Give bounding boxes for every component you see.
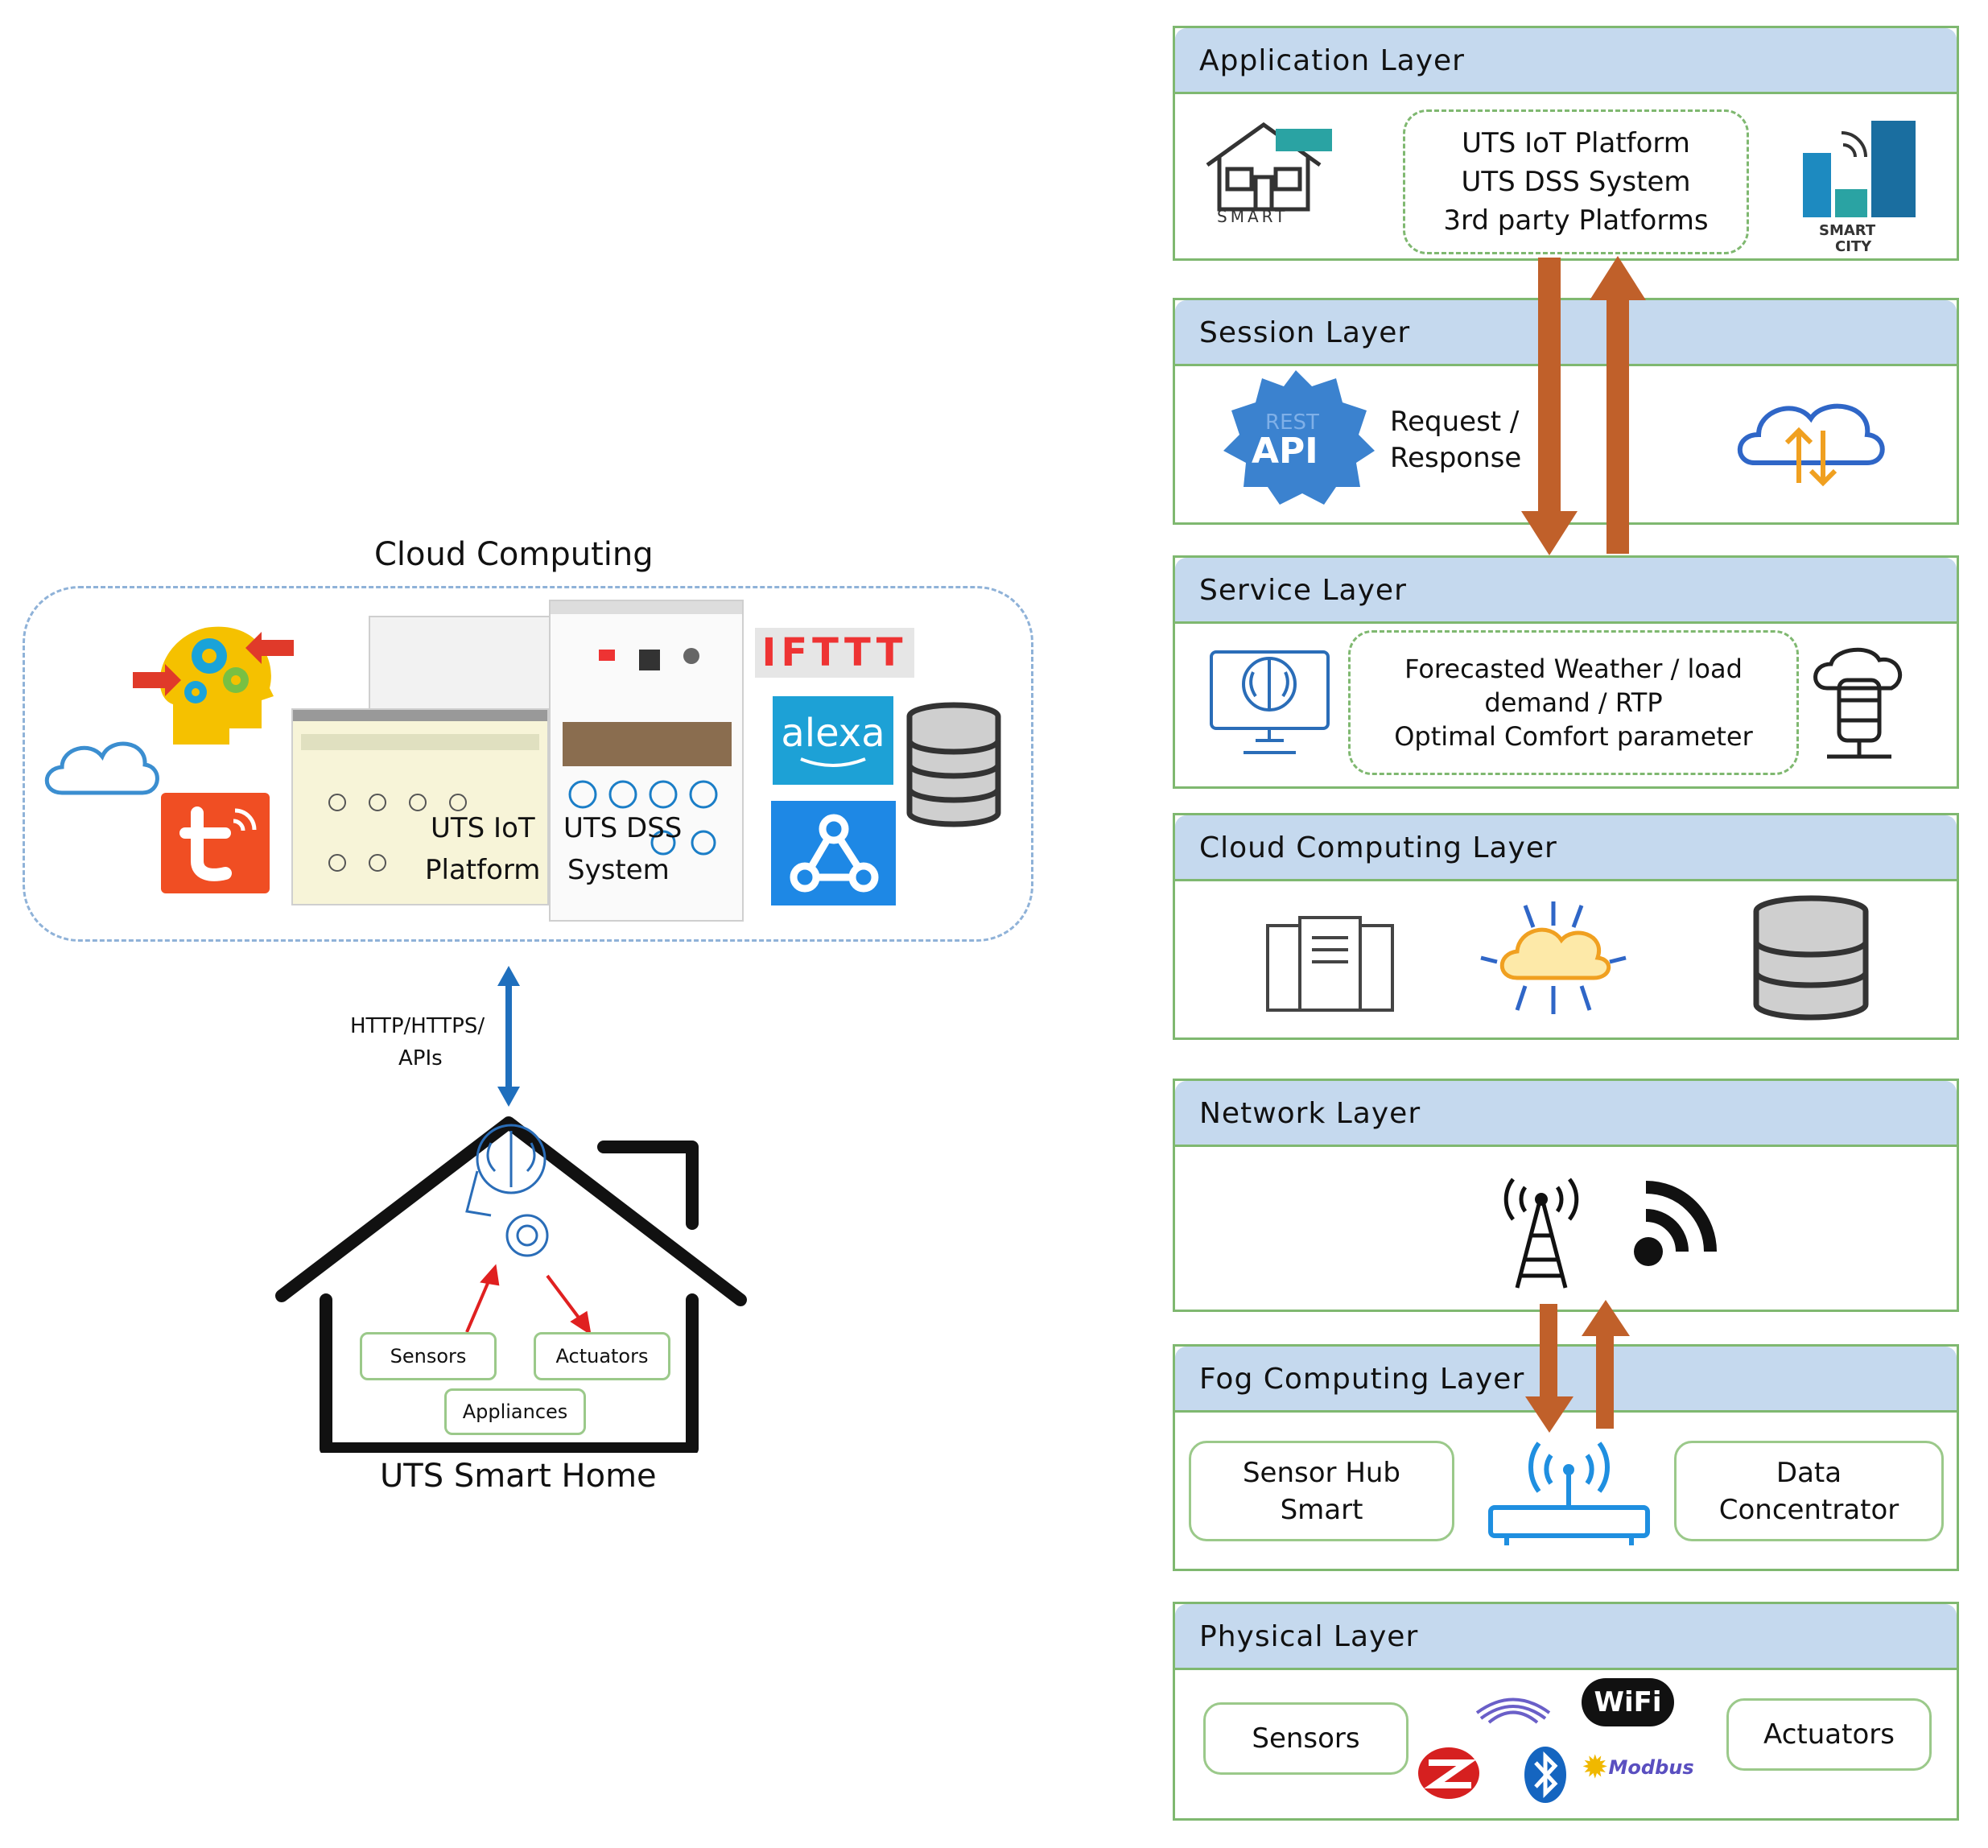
smart-home-title: UTS Smart Home — [380, 1458, 657, 1495]
zigbee-icon — [1418, 1747, 1479, 1799]
wireless-waves-icon — [1475, 1697, 1551, 1724]
application-platforms-box: UTS IoT Platform UTS DSS System 3rd part… — [1403, 109, 1749, 254]
wireless-signal-icon — [1634, 1181, 1717, 1266]
bluetooth-icon — [1524, 1747, 1566, 1803]
home-actuators-box: Actuators — [534, 1332, 670, 1380]
smart-city-icon: SMART CITY — [1803, 121, 1916, 255]
dss-screenshot — [549, 600, 744, 922]
alexa-logo: alexa — [773, 696, 893, 785]
modbus-star-icon: ✹ — [1582, 1749, 1609, 1786]
alexa-text: alexa — [781, 711, 885, 756]
wifi-logo-text: WiFi — [1594, 1686, 1662, 1718]
cloud-database-icon — [1813, 647, 1903, 759]
session-layer-title: Session Layer — [1175, 300, 1957, 366]
smart-city-text-1: SMART — [1819, 222, 1876, 239]
modbus-logo-text: Modbus — [1608, 1756, 1694, 1779]
cloud-computing-container — [23, 586, 1033, 942]
dss-label-1: UTS DSS — [563, 812, 683, 844]
protocol-label-1: HTTP/HTTPS/ — [350, 1014, 485, 1038]
service-layer: Service Layer — [1173, 555, 1959, 789]
smart-home-text: SMART — [1217, 207, 1288, 225]
protocol-label-2: APIs — [398, 1046, 443, 1070]
cell-tower-icon — [1503, 1178, 1579, 1289]
session-layer: Session Layer — [1173, 298, 1959, 525]
cloud-circuit-icon — [1480, 901, 1627, 1014]
rest-api-gear-icon: REST API — [1223, 370, 1375, 505]
api-text: API — [1252, 431, 1318, 472]
flow-arrows — [465, 1264, 592, 1336]
sensor-hub-box: Sensor Hub Smart — [1189, 1441, 1454, 1541]
ai-head-gears-icon — [133, 626, 294, 745]
home-sensors-box: Sensors — [360, 1332, 497, 1380]
downward-request-arrow — [1521, 258, 1578, 555]
physical-sensors-box: Sensors — [1203, 1702, 1409, 1775]
platform-screenshot — [291, 708, 549, 905]
application-layer-title: Application Layer — [1175, 28, 1957, 94]
server-rack-icon — [1266, 916, 1394, 1012]
cloud-database-stack-icon — [1753, 895, 1869, 1021]
network-layer-title: Network Layer — [1175, 1081, 1957, 1147]
webhook-icon — [771, 801, 896, 905]
sensor-hub-text-1: Sensor Hub — [1242, 1456, 1401, 1489]
cloud-icon — [44, 741, 159, 795]
http-bidirectional-arrow — [497, 966, 520, 1107]
service-text-3: Optimal Comfort parameter — [1394, 721, 1753, 752]
application-item-2: UTS DSS System — [1461, 166, 1691, 198]
downward-network-arrow — [1525, 1304, 1573, 1433]
cloud-computing-title: Cloud Computing — [374, 536, 654, 573]
physical-layer-title: Physical Layer — [1175, 1604, 1957, 1670]
cloud-up-down-icon — [1737, 403, 1885, 487]
data-concentrator-text-2: Concentrator — [1718, 1493, 1899, 1526]
network-layer: Network Layer — [1173, 1079, 1959, 1312]
ai-brain-icon — [465, 1124, 549, 1257]
service-text-1: Forecasted Weather / load — [1404, 654, 1743, 684]
data-concentrator-text-1: Data — [1776, 1456, 1842, 1489]
physical-actuators-box: Actuators — [1726, 1698, 1932, 1771]
application-item-3: 3rd party Platforms — [1443, 204, 1709, 237]
service-text-2: demand / RTP — [1484, 687, 1663, 718]
session-text-1: Request / — [1390, 406, 1520, 438]
rest-text: REST — [1265, 410, 1319, 435]
smart-city-text-2: CITY — [1835, 238, 1872, 255]
database-icon — [906, 702, 1001, 827]
ifttt-text: IFTTT — [761, 630, 908, 675]
smart-home-icon: SMART — [1206, 122, 1332, 225]
sensor-hub-text-2: Smart — [1280, 1493, 1363, 1526]
upward-response-arrow — [1590, 256, 1646, 554]
platform-label-2: Platform — [425, 854, 541, 886]
dss-label-2: System — [567, 854, 670, 886]
service-forecast-box: Forecasted Weather / load demand / RTP O… — [1348, 630, 1799, 775]
cloud-computing-layer-title: Cloud Computing Layer — [1175, 815, 1957, 881]
home-appliances-box: Appliances — [444, 1388, 586, 1435]
ifttt-logo: IFTTT — [755, 628, 914, 678]
smart-home-house-outline — [275, 1116, 747, 1453]
upward-network-arrow — [1582, 1300, 1630, 1429]
session-text-2: Response — [1390, 442, 1522, 474]
ai-brain-monitor-icon — [1210, 650, 1330, 754]
tuya-icon — [161, 793, 270, 893]
modbus-logo: ✹ Modbus — [1582, 1748, 1726, 1787]
wifi-logo: WiFi — [1582, 1678, 1674, 1726]
application-item-1: UTS IoT Platform — [1462, 127, 1690, 159]
data-concentrator-box: Data Concentrator — [1674, 1441, 1944, 1541]
platform-label-1: UTS IoT — [431, 812, 535, 844]
wifi-router-icon — [1488, 1442, 1650, 1545]
service-layer-title: Service Layer — [1175, 558, 1957, 624]
